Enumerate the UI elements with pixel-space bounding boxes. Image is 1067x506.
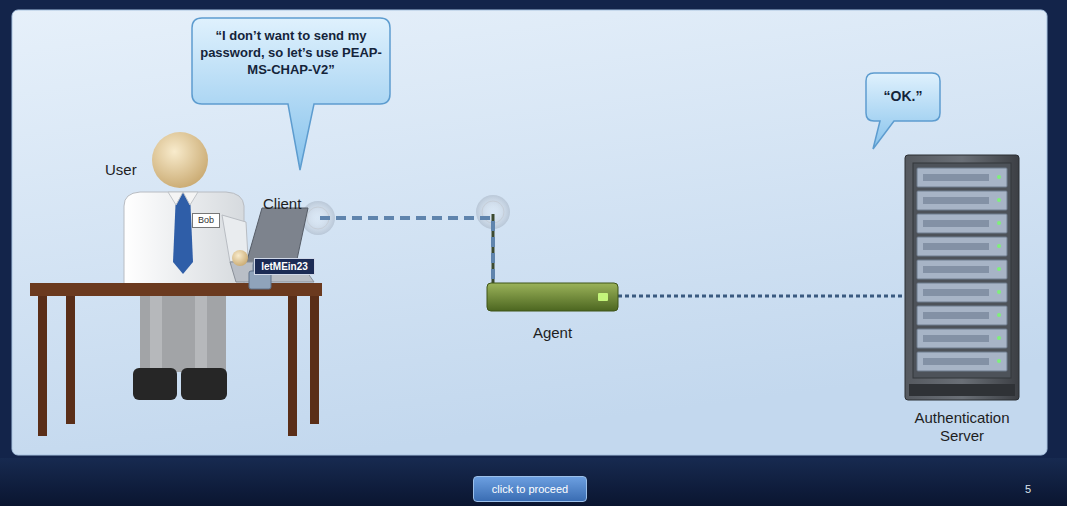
- speech-text: “OK.”: [864, 87, 942, 105]
- user-head: [152, 132, 208, 188]
- drive-slot: [923, 358, 989, 365]
- server-cabinet: [905, 155, 1019, 400]
- pants-shade: [195, 286, 207, 372]
- server-led: [997, 244, 1001, 248]
- user-shoe: [181, 368, 227, 400]
- name-badge: Bob: [192, 213, 220, 228]
- content-panel: [12, 10, 1047, 455]
- desk-leg: [288, 296, 297, 436]
- client-laptop: Client letMEin23: [258, 195, 320, 280]
- wireless-link: [320, 218, 493, 282]
- slide-number: 5: [1025, 483, 1031, 495]
- server-base: [909, 384, 1015, 396]
- server-led: [997, 290, 1001, 294]
- bubble-shape: [866, 73, 940, 149]
- bubble2-outline: [864, 71, 944, 153]
- shirt-collar: [168, 192, 183, 205]
- user-shoe: [133, 368, 177, 400]
- desk-leg: [66, 296, 75, 424]
- bottom-bar: [0, 458, 1067, 506]
- server-drive: [917, 191, 1007, 210]
- speech-bubble: “OK.”: [864, 71, 944, 153]
- drive-slot: [923, 312, 989, 319]
- server-led: [997, 221, 1001, 225]
- drive-slot: [923, 335, 989, 342]
- button-text: click to proceed: [474, 477, 586, 501]
- server-label: Authentication Server: [897, 409, 1027, 445]
- server-drive: [917, 260, 1007, 279]
- server-drive: [917, 237, 1007, 256]
- drive-slot: [923, 220, 989, 227]
- authentication-server: Authentication Server: [905, 155, 1019, 450]
- shirt-collar: [183, 192, 198, 205]
- badge-text: Bob: [193, 214, 219, 227]
- server-drive: [917, 214, 1007, 233]
- server-outline: [905, 155, 1019, 450]
- password-text: letMEin23: [255, 259, 314, 274]
- user-hand: [232, 250, 248, 266]
- speech-text: “I don’t want to send my password, so le…: [198, 27, 384, 78]
- server-drive: [917, 283, 1007, 302]
- server-led: [997, 359, 1001, 363]
- agent-router: Agent: [487, 282, 618, 344]
- drive-slot: [923, 243, 989, 250]
- desk-top: [30, 283, 322, 296]
- server-led: [997, 313, 1001, 317]
- user-pants: [140, 286, 226, 372]
- speech-bubble: “I don’t want to send my password, so le…: [190, 16, 392, 172]
- drive-slot: [923, 197, 989, 204]
- desk-leg: [38, 296, 47, 436]
- server-drive: [917, 306, 1007, 325]
- server-led: [997, 198, 1001, 202]
- bubble-shape: [192, 18, 390, 170]
- server-led: [997, 336, 1001, 340]
- pants-shade: [150, 286, 162, 372]
- agent-label: Agent: [487, 324, 618, 342]
- server-drive: [917, 352, 1007, 371]
- server-rack: [913, 163, 1011, 378]
- drive-slot: [923, 174, 989, 181]
- router-body: [487, 283, 618, 311]
- server-led: [997, 267, 1001, 271]
- drive-slot: [923, 266, 989, 273]
- server-drive: [917, 168, 1007, 187]
- server-led: [997, 175, 1001, 179]
- password-tag: letMEin23: [254, 258, 315, 275]
- router-led: [598, 293, 608, 301]
- user-label: User: [105, 161, 137, 178]
- client-label: Client: [263, 195, 323, 213]
- laptop-screen: [246, 208, 308, 264]
- drive-slot: [923, 289, 989, 296]
- desk-leg: [310, 296, 319, 424]
- proceed-button: click to proceed: [473, 476, 587, 502]
- wired-link: [618, 295, 905, 298]
- server-drive: [917, 329, 1007, 348]
